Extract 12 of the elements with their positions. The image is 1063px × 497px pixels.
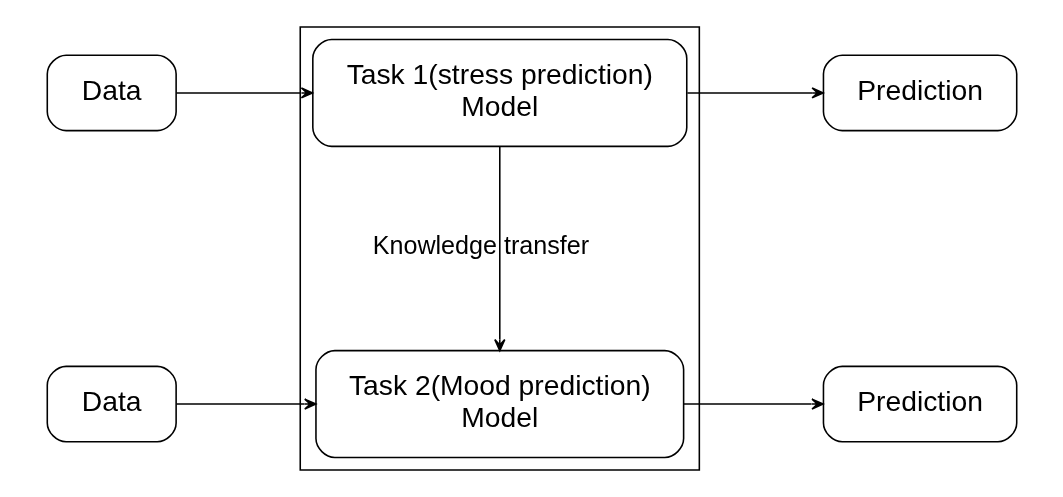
node-box: Data: [46, 54, 177, 132]
arrow: [175, 87, 313, 99]
arrow: [493, 146, 506, 352]
node-box: Task 2(Mood prediction) Model: [314, 349, 684, 459]
node-box: Prediction: [822, 365, 1017, 443]
edge-label: Knowledge transfer: [372, 231, 589, 260]
node-box: Task 1(stress prediction) Model: [311, 38, 688, 148]
arrow: [682, 398, 824, 410]
arrow: [175, 398, 317, 410]
node-box: Data: [46, 365, 177, 443]
arrow: [686, 87, 824, 99]
node-box: Prediction: [822, 54, 1017, 132]
